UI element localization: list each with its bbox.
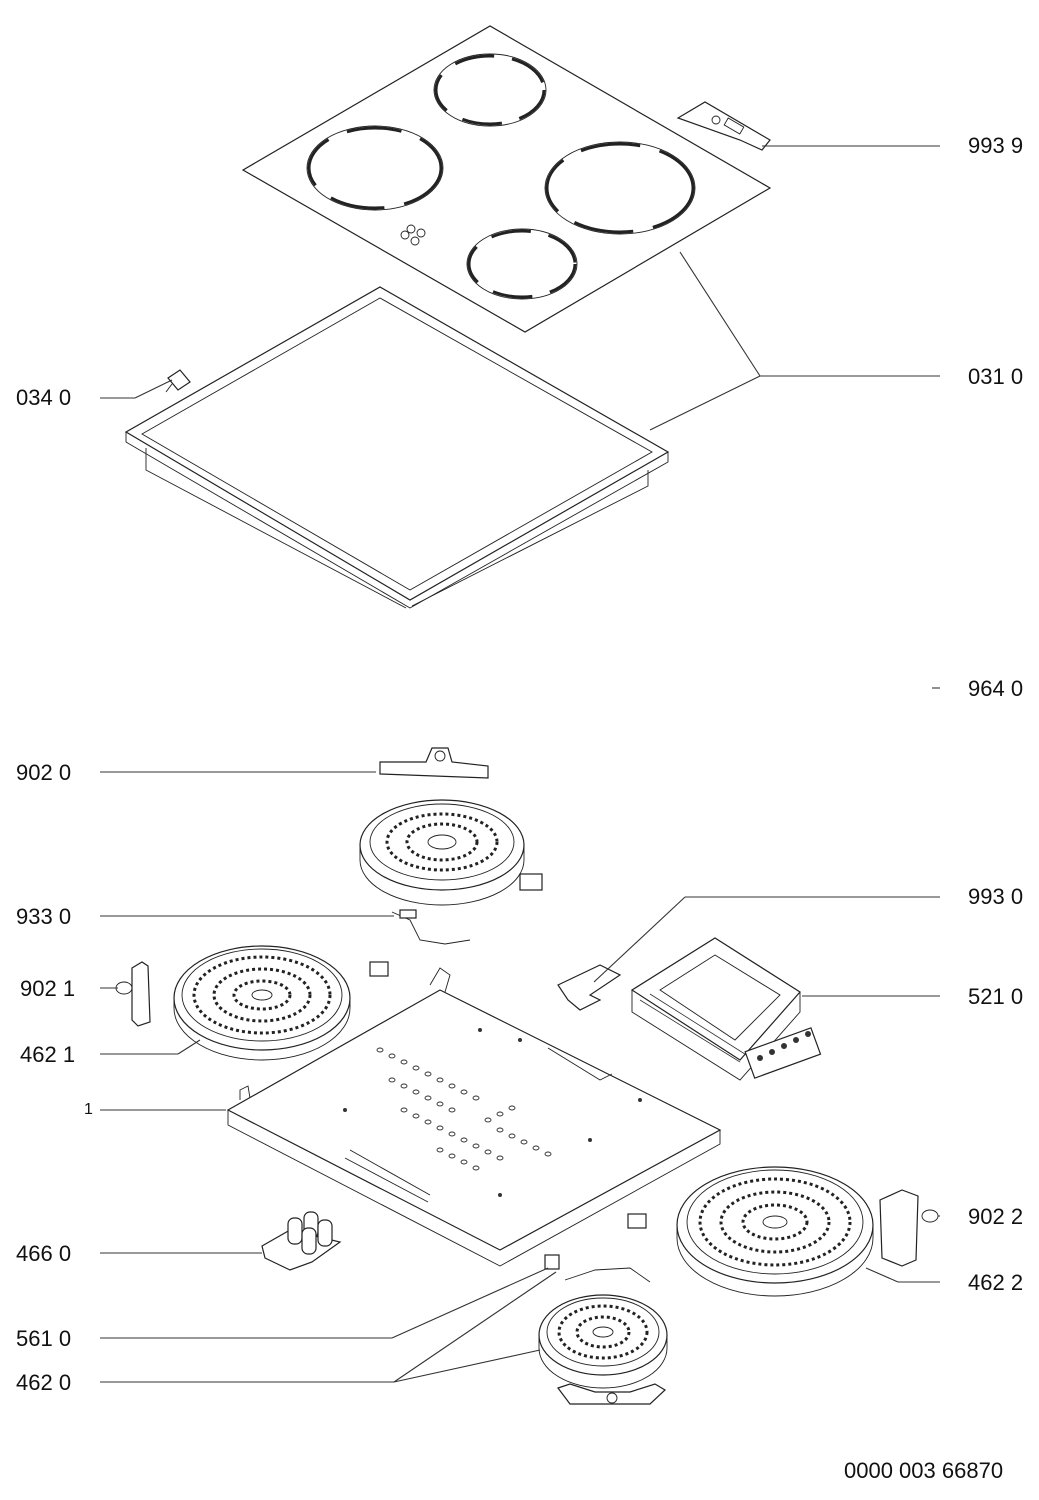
label-993-9: 993 9: [968, 133, 1024, 158]
drawing-number: 0000 003 66870: [844, 1458, 1004, 1483]
label-964-0: 964 0: [968, 676, 1024, 701]
burner-462-0-part: [538, 1254, 668, 1405]
burner-902-0-part: [359, 747, 543, 906]
label-902-0: 902 0: [16, 760, 72, 785]
label-462-0: 462 0: [16, 1370, 72, 1395]
glass-top-part: [241, 25, 772, 333]
seal-part: [390, 517, 935, 834]
label-561-0: 561 0: [16, 1326, 72, 1351]
leader-lines: [100, 145, 940, 1383]
label-902-1: 902 1: [20, 976, 76, 1001]
label-902-2: 902 2: [968, 1204, 1024, 1229]
label-466-0: 466 0: [16, 1241, 72, 1266]
burner-462-2-part: [627, 1166, 939, 1297]
bracket-993-0-part: [557, 964, 622, 1011]
part-933-0: [391, 909, 471, 945]
control-module-part: [630, 937, 822, 1081]
label-034-0: 034 0: [16, 385, 72, 410]
label-521-0: 521 0: [968, 984, 1024, 1009]
label-993-0: 993 0: [968, 884, 1024, 909]
label-1: 1: [84, 1101, 93, 1118]
base-tray-part: [226, 967, 722, 1267]
label-933-0: 933 0: [16, 904, 72, 929]
label-462-2: 462 2: [968, 1270, 1024, 1295]
terminal-block-part: [261, 1211, 342, 1271]
burner-462-1-part: [115, 945, 389, 1061]
label-031-0: 031 0: [968, 364, 1024, 389]
frame-part: [124, 286, 670, 609]
label-462-1: 462 1: [20, 1042, 76, 1067]
